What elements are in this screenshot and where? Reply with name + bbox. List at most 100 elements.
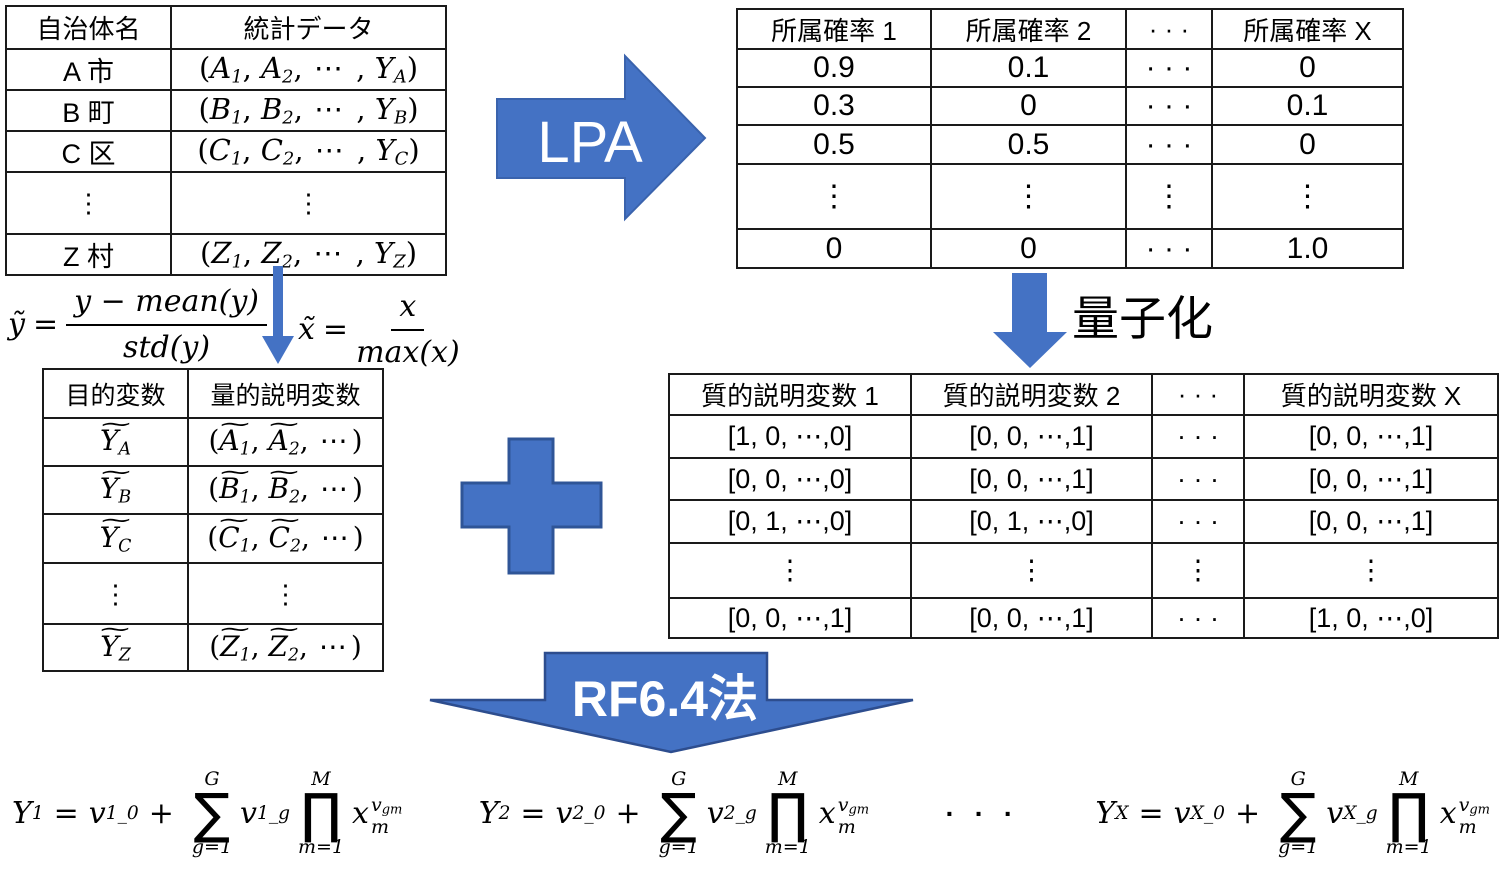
table-row: [0, 1, ⋯,0][0, 1, ⋯,0]· · ·[0, 0, ⋯,1] [668, 499, 1499, 544]
table-header: 質的説明変数 2 [910, 373, 1153, 416]
x-fraction: x max(x) [356, 288, 460, 371]
normalize-down-arrow [262, 266, 294, 364]
table-cell: 1.0 [1211, 228, 1404, 269]
y-denominator: std(y) [123, 329, 211, 365]
rf-method-arrow-shape [429, 651, 914, 754]
municipality-name-cell: A 市 [5, 48, 172, 91]
table-cell: 0 [736, 228, 932, 269]
table-cell: · · · [1125, 86, 1213, 126]
plus-shape [460, 437, 603, 575]
table-cell: [1, 0, ⋯,0] [1243, 597, 1499, 639]
table-cell: ⋮ [910, 542, 1153, 599]
table-row: YB(B1, B2, ⋯) [42, 465, 384, 515]
table-cell: 0.5 [930, 124, 1127, 165]
quantitative-tuple-cell: (C1, C2, ⋯) [187, 513, 384, 564]
y-normalization-formula: ỹ = y − mean(y) std(y) [8, 283, 268, 366]
table-header: 量的説明変数 [187, 368, 384, 419]
table-header: 自治体名 [5, 5, 172, 50]
table-cell: ⋮ [5, 171, 172, 235]
equals-sign: = [322, 312, 349, 347]
normalize-down-arrow-shape [262, 266, 294, 364]
table-cell: · · · [1151, 457, 1245, 501]
statistics-tuple-cell: (Z1, Z2, ⋯ , YZ) [170, 233, 447, 276]
table-row: [1, 0, ⋯,0][0, 0, ⋯,1]· · ·[0, 0, ⋯,1] [668, 414, 1499, 459]
objective-variable-cell: YZ [42, 623, 189, 672]
table-header: 統計データ [170, 5, 447, 50]
table-cell: [0, 0, ⋯,1] [910, 414, 1153, 459]
table-header: 質的説明変数 X [1243, 373, 1499, 416]
normalized-variables-table: 目的変数量的説明変数YA(A1, A2, ⋯)YB(B1, B2, ⋯)YC(C… [42, 368, 384, 672]
y-tilde: ỹ [8, 307, 25, 342]
table-cell: [0, 0, ⋯,1] [910, 597, 1153, 639]
table-row: A 市(A1, A2, ⋯ , YA) [5, 48, 447, 91]
objective-variable-cell: YB [42, 465, 189, 515]
table-cell: ⋮ [930, 163, 1127, 230]
table-cell: ⋮ [1211, 163, 1404, 230]
table-header: 質的説明変数 1 [668, 373, 912, 416]
lpa-arrow-shape [496, 53, 707, 222]
rf-method-arrow: RF6.4法 [429, 651, 914, 754]
table-header: 所属確率 X [1211, 8, 1404, 50]
table-header: · · · [1125, 8, 1213, 50]
big-operator: M∏m=1 [1385, 768, 1432, 858]
table-row: ⋮⋮⋮⋮ [668, 542, 1499, 599]
table-row: YZ(Z1, Z2, ⋯) [42, 623, 384, 672]
quantitative-tuple-cell: (B1, B2, ⋯) [187, 465, 384, 515]
table-cell: [0, 0, ⋯,0] [668, 457, 912, 501]
table-row: [0, 0, ⋯,0][0, 0, ⋯,1]· · ·[0, 0, ⋯,1] [668, 457, 1499, 501]
table-cell: 0.1 [1211, 86, 1404, 126]
table-header: 所属確率 1 [736, 8, 932, 50]
table-cell: ⋮ [42, 562, 189, 625]
table-cell: ⋮ [1243, 542, 1499, 599]
lpa-arrow-label: LPA [537, 110, 643, 175]
quantitative-tuple-cell: (Z1, Z2, ⋯) [187, 623, 384, 672]
table-header: 所属確率 2 [930, 8, 1127, 50]
table-row: YC(C1, C2, ⋯) [42, 513, 384, 564]
big-operator: G∑g=1 [658, 768, 699, 858]
table-cell: · · · [1151, 597, 1245, 639]
y-fraction: y − mean(y) std(y) [66, 283, 268, 366]
table-cell: [0, 0, ⋯,1] [1243, 414, 1499, 459]
table-header-row: 自治体名統計データ [5, 5, 447, 50]
equals-sign: = [32, 307, 59, 342]
table-cell: 0.3 [736, 86, 932, 126]
table-cell: 0.9 [736, 48, 932, 88]
x-tilde: x̃ [298, 312, 315, 347]
quantization-arrow-shape [993, 273, 1067, 368]
table-row: ⋮⋮⋮⋮ [736, 163, 1404, 230]
table-row: ⋮⋮ [42, 562, 384, 625]
rf-method-label: RF6.4法 [572, 671, 758, 727]
table-cell: ⋮ [170, 171, 447, 235]
table-row: Z 村(Z1, Z2, ⋯ , YZ) [5, 233, 447, 276]
objective-variable-cell: YC [42, 513, 189, 564]
municipality-name-cell: Z 村 [5, 233, 172, 276]
table-row: ⋮⋮ [5, 171, 447, 235]
table-cell: 0 [930, 228, 1127, 269]
equation-separator-dots: · · · [945, 798, 1020, 829]
table-cell: · · · [1125, 228, 1213, 269]
x-normalization-formula: x̃ = x max(x) [298, 288, 460, 371]
table-cell: [0, 1, ⋯,0] [910, 499, 1153, 544]
lpa-arrow: LPA [496, 53, 707, 222]
table-cell: ⋮ [736, 163, 932, 230]
table-row: B 町(B1, B2, ⋯ , YB) [5, 89, 447, 132]
table-row: YA(A1, A2, ⋯) [42, 417, 384, 467]
table-cell: ⋮ [187, 562, 384, 625]
table-cell: · · · [1151, 414, 1245, 459]
table-cell: · · · [1151, 499, 1245, 544]
statistics-tuple-cell: (C1, C2, ⋯ , YC) [170, 130, 447, 173]
normalized-table-body: 目的変数量的説明変数YA(A1, A2, ⋯)YB(B1, B2, ⋯)YC(C… [42, 368, 384, 672]
municipality-name-cell: C 区 [5, 130, 172, 173]
